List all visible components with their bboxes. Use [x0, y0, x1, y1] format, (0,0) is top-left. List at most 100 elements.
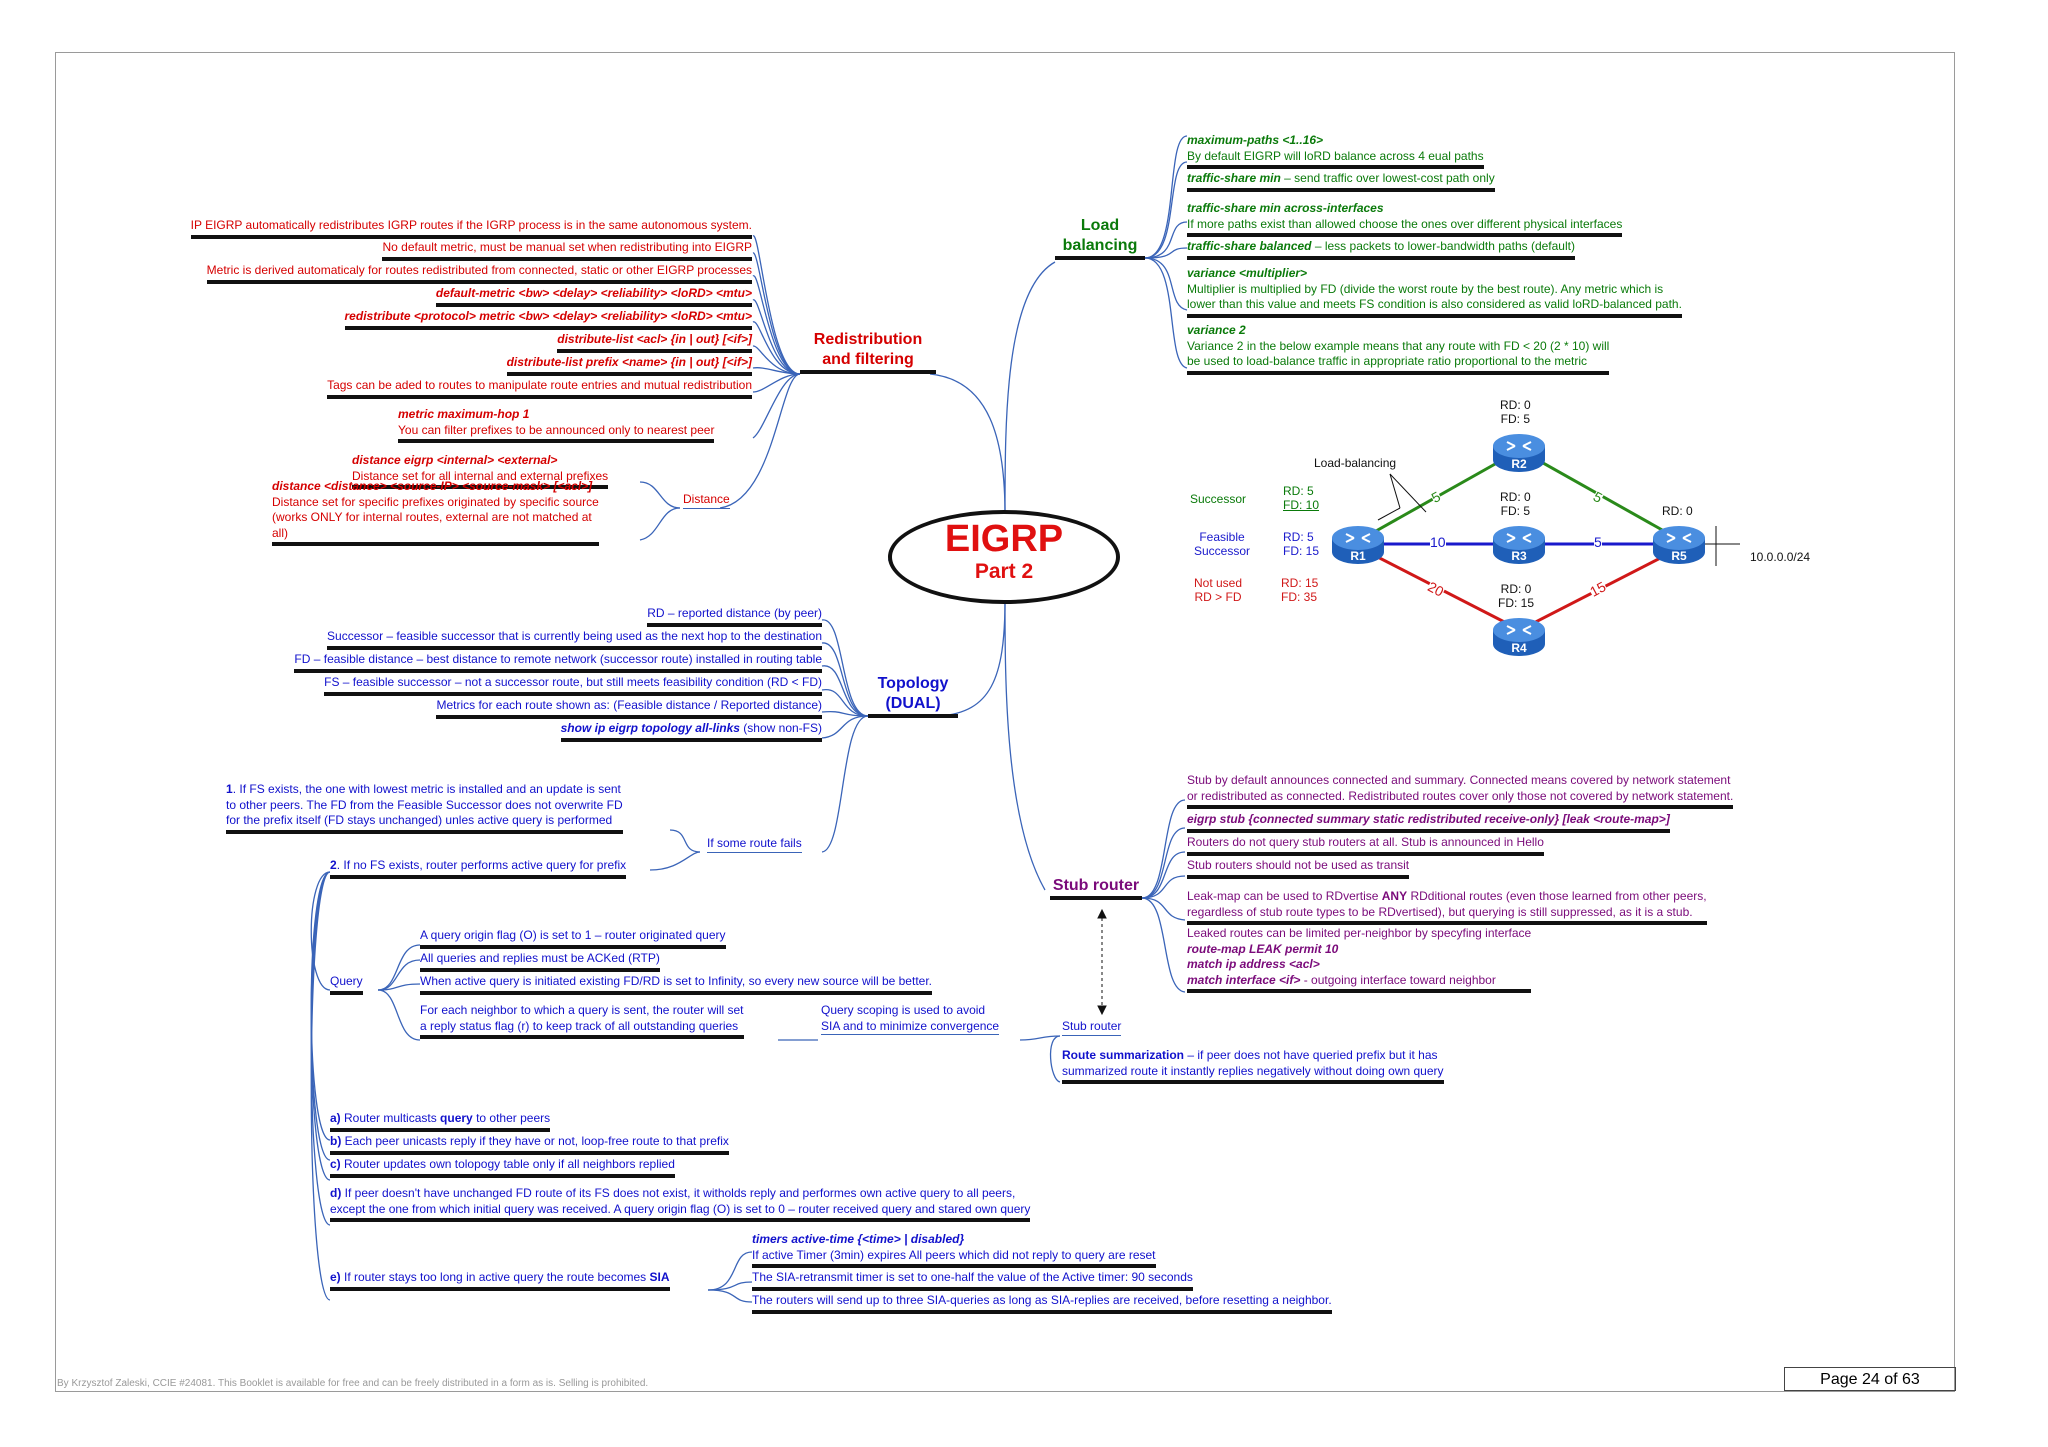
topology-hub-line1: Topology	[877, 675, 949, 692]
distance-eigrp-block: distance eigrp <internal> <external> Dis…	[352, 453, 609, 489]
lb-maxpaths-desc: By default EIGRP will loRD balance acros…	[1187, 148, 1484, 163]
lb-ts-min-desc: – send traffic over lowest-cost path onl…	[1280, 171, 1495, 185]
stub-leak-block: Leak-map can be used to RDvertise ANY RD…	[1187, 889, 1707, 925]
stub-router-hub: Stub router	[1050, 876, 1142, 900]
lb-ts-across-block: traffic-share min across-interfaces If m…	[1187, 201, 1623, 237]
feasible-label-2: Successor	[1194, 544, 1251, 558]
router-r4: R4	[1491, 614, 1547, 658]
feasible-fd: FD: 15	[1283, 544, 1320, 558]
r3-rd: RD: 0	[1500, 490, 1531, 504]
step-e-letter: e)	[330, 1270, 341, 1284]
lb-variance-desc-2: lower than this value and meets FS condi…	[1187, 297, 1682, 311]
load-balancing-label: Load-balancing	[1314, 456, 1397, 470]
lb-ts-min-cmd: traffic-share min	[1187, 171, 1281, 185]
feasible-rd: RD: 5	[1283, 530, 1314, 544]
link-label-r1-r3: 10	[1430, 534, 1446, 550]
lb-variance2-desc-1: Variance 2 in the below example means th…	[1187, 338, 1610, 353]
stub-intro-block: Stub by default announces connected and …	[1187, 773, 1734, 809]
not-used-label-1: Not used	[1194, 576, 1243, 590]
lb-variance2-desc-2: be used to load-balance traffic in appro…	[1187, 354, 1588, 368]
redist-item-igrp: IP EIGRP automatically redistributes IGR…	[190, 218, 752, 239]
stub-intro-2: or redistributed as connected. Redistrib…	[1187, 788, 1734, 803]
route-fails-nofs-num: 2	[330, 858, 337, 872]
query-item-origin: A query origin flag (O) is set to 1 – ro…	[420, 928, 726, 949]
sia-timer-block: timers active-time {<time> | disabled} I…	[752, 1232, 1156, 1268]
step-e: e) If router stays too long in active qu…	[330, 1270, 670, 1291]
route-fails-nofs: 2. If no FS exists, router performs acti…	[330, 858, 627, 879]
redistribution-hub: Redistribution and filtering	[800, 330, 936, 374]
stub-leak-bold: ANY	[1381, 889, 1408, 903]
step-b-text: Each peer unicasts reply if they have or…	[341, 1134, 729, 1148]
stub-cmd: eigrp stub {connected summary static red…	[1187, 812, 1670, 833]
distance-eigrp-desc: Distance set for all internal and extern…	[352, 468, 609, 483]
stub-leak-post: RDditional routes (even those learned fr…	[1407, 889, 1707, 903]
step-a-bold: query	[440, 1111, 473, 1125]
router-icon	[1493, 526, 1545, 564]
distance-source-desc-3: all)	[272, 525, 289, 540]
router-r4-name: R4	[1511, 641, 1527, 655]
redistribution-hub-line1: Redistribution	[813, 331, 923, 348]
route-summarization-line1: Route summarization – if peer does not h…	[1062, 1048, 1444, 1064]
lb-variance2-cmd: variance 2	[1187, 323, 1246, 337]
step-a-pre: Router multicasts	[340, 1111, 441, 1125]
not-used-label-2: RD > FD	[1194, 590, 1242, 604]
stub-match-if-desc: - outgoing interface toward neighbor	[1300, 972, 1496, 987]
stub-rm-cmd: route-map LEAK permit 10	[1187, 941, 1339, 956]
lb-ts-min: traffic-share min – send traffic over lo…	[1187, 171, 1495, 192]
route-fails-fs-text2: to other peers. The FD from the Feasible…	[226, 797, 623, 812]
router-r1-name: R1	[1350, 549, 1366, 563]
query-neighbor-text2: a reply status flag (r) to keep track of…	[420, 1018, 739, 1033]
sia-timer-cmd: timers active-time {<time> | disabled}	[752, 1232, 965, 1246]
network-prefix: 10.0.0.0/24	[1750, 550, 1811, 564]
stub-match-ip: match ip address <acl>	[1187, 957, 1320, 971]
router-icon	[1493, 618, 1545, 656]
step-c: c) Router updates own tolopogy table onl…	[330, 1157, 675, 1178]
lb-ts-balanced-cmd: traffic-share balanced	[1187, 239, 1312, 253]
stub-leaked-block: Leaked routes can be limited per-neighbo…	[1187, 926, 1532, 993]
query-scoping-block: Query scoping is used to avoid SIA and t…	[821, 1003, 1000, 1035]
distance-source-cmd: distance <distance> <source-IP> <source-…	[272, 479, 593, 493]
lb-maxpaths-block: maximum-paths <1..16> By default EIGRP w…	[1187, 133, 1484, 169]
route-fails-fs-num: 1	[226, 782, 233, 796]
lb-ts-balanced-desc: – less packets to lower-bandwidth paths …	[1311, 239, 1575, 253]
r4-rd: RD: 0	[1500, 582, 1532, 596]
stub-leak-line1: Leak-map can be used to RDvertise ANY RD…	[1187, 889, 1707, 905]
page-frame	[55, 52, 1955, 1392]
eigrp-title-ellipse: EIGRP Part 2	[888, 510, 1120, 604]
distance-source-desc-2: (works ONLY for internal routes, externa…	[272, 510, 592, 524]
not-used-fd: FD: 35	[1281, 590, 1318, 604]
query-scoping-text1: Query scoping is used to avoid	[821, 1003, 986, 1017]
step-a-post: to other peers	[472, 1111, 551, 1125]
sia-timer-desc: If active Timer (3min) expires All peers…	[752, 1247, 1156, 1262]
redistribution-hub-line2: and filtering	[822, 351, 914, 368]
redist-hop-cmd: metric maximum-hop 1	[398, 407, 530, 421]
route-fails-nofs-text: . If no FS exists, router performs activ…	[336, 858, 627, 872]
lb-variance2-block: variance 2 Variance 2 in the below examp…	[1187, 323, 1610, 375]
successor-fd: FD: 10	[1283, 498, 1320, 512]
page-subtitle: Part 2	[974, 560, 1034, 583]
redist-hop-desc: You can filter prefixes to be announced …	[398, 422, 715, 437]
distance-label: Distance	[683, 492, 730, 509]
route-fails-label: If some route fails	[707, 836, 802, 853]
route-fails-fs-block: 1. If FS exists, the one with lowest met…	[226, 782, 623, 834]
query-neighbor-text1: For each neighbor to which a query is se…	[420, 1003, 744, 1017]
step-d-letter: d)	[330, 1186, 342, 1200]
topology-hub: Topology (DUAL)	[868, 674, 958, 718]
topology-item-fs: FS – feasible successor – not a successo…	[324, 675, 822, 696]
route-fails-fs-text1: . If FS exists, the one with lowest metr…	[232, 782, 621, 796]
route-summarization-text1: – if peer does not have queried prefix b…	[1184, 1048, 1438, 1062]
step-d-line1: d) If peer doesn't have unchanged FD rou…	[330, 1186, 1030, 1202]
router-icon	[1493, 434, 1545, 472]
lb-variance-block: variance <multiplier> Multiplier is mult…	[1187, 266, 1682, 318]
load-balancing-hub: Load balancing	[1055, 216, 1145, 260]
query-label: Query	[330, 974, 363, 995]
stub-leaked-limit: Leaked routes can be limited per-neighbo…	[1187, 926, 1532, 940]
router-r1: R1	[1330, 522, 1386, 566]
stub-match-if: match interface <if>	[1187, 972, 1301, 987]
distance-source-desc-1: Distance set for specific prefixes origi…	[272, 494, 599, 509]
load-balancing-hub-line1: Load	[1080, 217, 1120, 234]
